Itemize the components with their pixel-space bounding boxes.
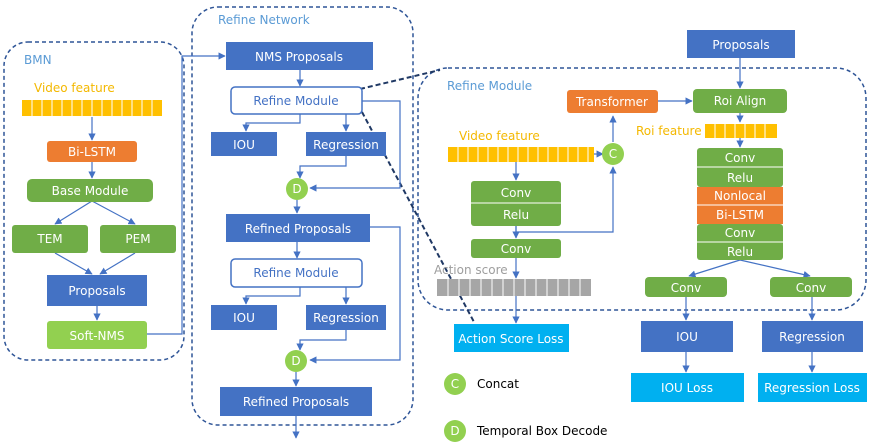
rm-proposals-label: Proposals — [712, 38, 769, 52]
refine-module-container — [417, 67, 867, 311]
right-conv-1-label: Conv — [725, 151, 755, 165]
regression-1-box — [306, 132, 386, 156]
right-relu-2-label: Relu — [727, 245, 753, 259]
refined-proposals-2-box — [220, 387, 372, 416]
iou-out-label: IOU — [676, 330, 698, 344]
refine-network-title: Refine Network — [218, 13, 310, 27]
roi-feature-label: Roi feature — [636, 124, 702, 138]
decode-1-label: D — [292, 182, 301, 196]
bmn-proposals-box — [47, 275, 147, 306]
regression-loss-label: Regression Loss — [764, 381, 860, 395]
conv-iou-label: Conv — [671, 281, 701, 295]
regression-2-label: Regression — [313, 311, 379, 325]
regression-out-box — [762, 321, 863, 352]
regression-2-box — [306, 305, 386, 330]
bmn-tem-box — [12, 225, 88, 253]
refine-module-2-box — [230, 258, 363, 288]
conv-reg-label: Conv — [796, 281, 826, 295]
conv-left-box — [471, 239, 561, 258]
refine-module-1-label: Refine Module — [253, 94, 338, 108]
bmn-pem-label: PEM — [125, 232, 150, 246]
regression-out-label: Regression — [779, 330, 845, 344]
conv-reg-box — [770, 277, 852, 297]
action-score-loss-box — [454, 324, 569, 352]
legend-decode-icon — [444, 420, 466, 442]
bmn-tem-label: TEM — [36, 232, 62, 246]
iou-2-label: IOU — [233, 311, 255, 325]
legend-concat-label: Concat — [477, 377, 519, 391]
rm-proposals-box — [687, 30, 795, 58]
connectors — [54, 52, 816, 439]
iou-loss-box — [631, 373, 744, 402]
bmn-video-feature-bar — [22, 100, 162, 116]
iou-1-box — [211, 132, 277, 156]
zoom-line-top — [359, 69, 441, 90]
roi-align-label: Roi Align — [714, 94, 766, 108]
refine-module-2-label: Refine Module — [253, 266, 338, 280]
conv-relu-left-conv-label: Conv — [501, 186, 531, 200]
bmn-bilstm-label: Bi-LSTM — [68, 145, 116, 159]
iou-loss-label: IOU Loss — [661, 381, 713, 395]
transformer-label: Transformer — [575, 95, 648, 109]
nonlocal-label: Nonlocal — [714, 189, 766, 203]
bmn-base-module-label: Base Module — [52, 184, 129, 198]
nms-proposals-label: NMS Proposals — [255, 50, 343, 64]
bmn-container — [3, 41, 185, 361]
nms-proposals-box — [226, 42, 373, 70]
bmn-pem-box — [100, 225, 176, 253]
bmn-bilstm-box — [47, 141, 137, 162]
bmn-video-feature-label: Video feature — [34, 81, 115, 95]
action-score-label: Action score — [434, 263, 508, 277]
regression-loss-box — [758, 373, 867, 402]
concat-label: C — [609, 147, 617, 161]
iou-out-box — [641, 321, 733, 352]
refine-network-container — [191, 6, 414, 426]
decode-1-circle — [286, 178, 308, 200]
conv-iou-box — [645, 277, 727, 297]
iou-1-label: IOU — [233, 138, 255, 152]
bmn-title: BMN — [24, 53, 52, 67]
rm-video-feature-bar — [448, 147, 594, 162]
rm-video-feature-label: Video feature — [459, 129, 540, 143]
decode-2-label: D — [291, 354, 300, 368]
refined-proposals-1-box — [226, 214, 370, 242]
legend-concat-symbol: C — [451, 377, 459, 391]
right-conv-2-label: Conv — [725, 226, 755, 240]
legend-concat-icon — [444, 373, 466, 395]
bmn-soft-nms-label: Soft-NMS — [70, 329, 125, 343]
decode-2-circle — [285, 350, 307, 372]
conv-relu-left-relu-label: Relu — [503, 208, 529, 222]
concat-circle — [602, 143, 624, 165]
iou-2-box — [211, 305, 277, 330]
refined-proposals-2-label: Refined Proposals — [243, 395, 349, 409]
bmn-soft-nms-box — [47, 321, 147, 349]
bmn-proposals-label: Proposals — [68, 284, 125, 298]
action-score-bar — [437, 279, 591, 296]
bmn-base-module-box — [27, 179, 153, 202]
legend-decode-label: Temporal Box Decode — [476, 424, 607, 438]
refined-proposals-1-label: Refined Proposals — [245, 222, 351, 236]
conv-left-label: Conv — [501, 242, 531, 256]
refine-module-1-box — [230, 86, 363, 115]
right-bilstm-label: Bi-LSTM — [716, 208, 764, 222]
roi-feature-bar — [705, 124, 777, 138]
action-score-loss-label: Action Score Loss — [458, 332, 563, 346]
refine-module-detail-title: Refine Module — [447, 79, 532, 93]
legend-decode-symbol: D — [450, 424, 459, 438]
right-relu-1-label: Relu — [727, 171, 753, 185]
regression-1-label: Regression — [313, 138, 379, 152]
transformer-box — [567, 90, 658, 113]
roi-align-box — [693, 89, 787, 113]
